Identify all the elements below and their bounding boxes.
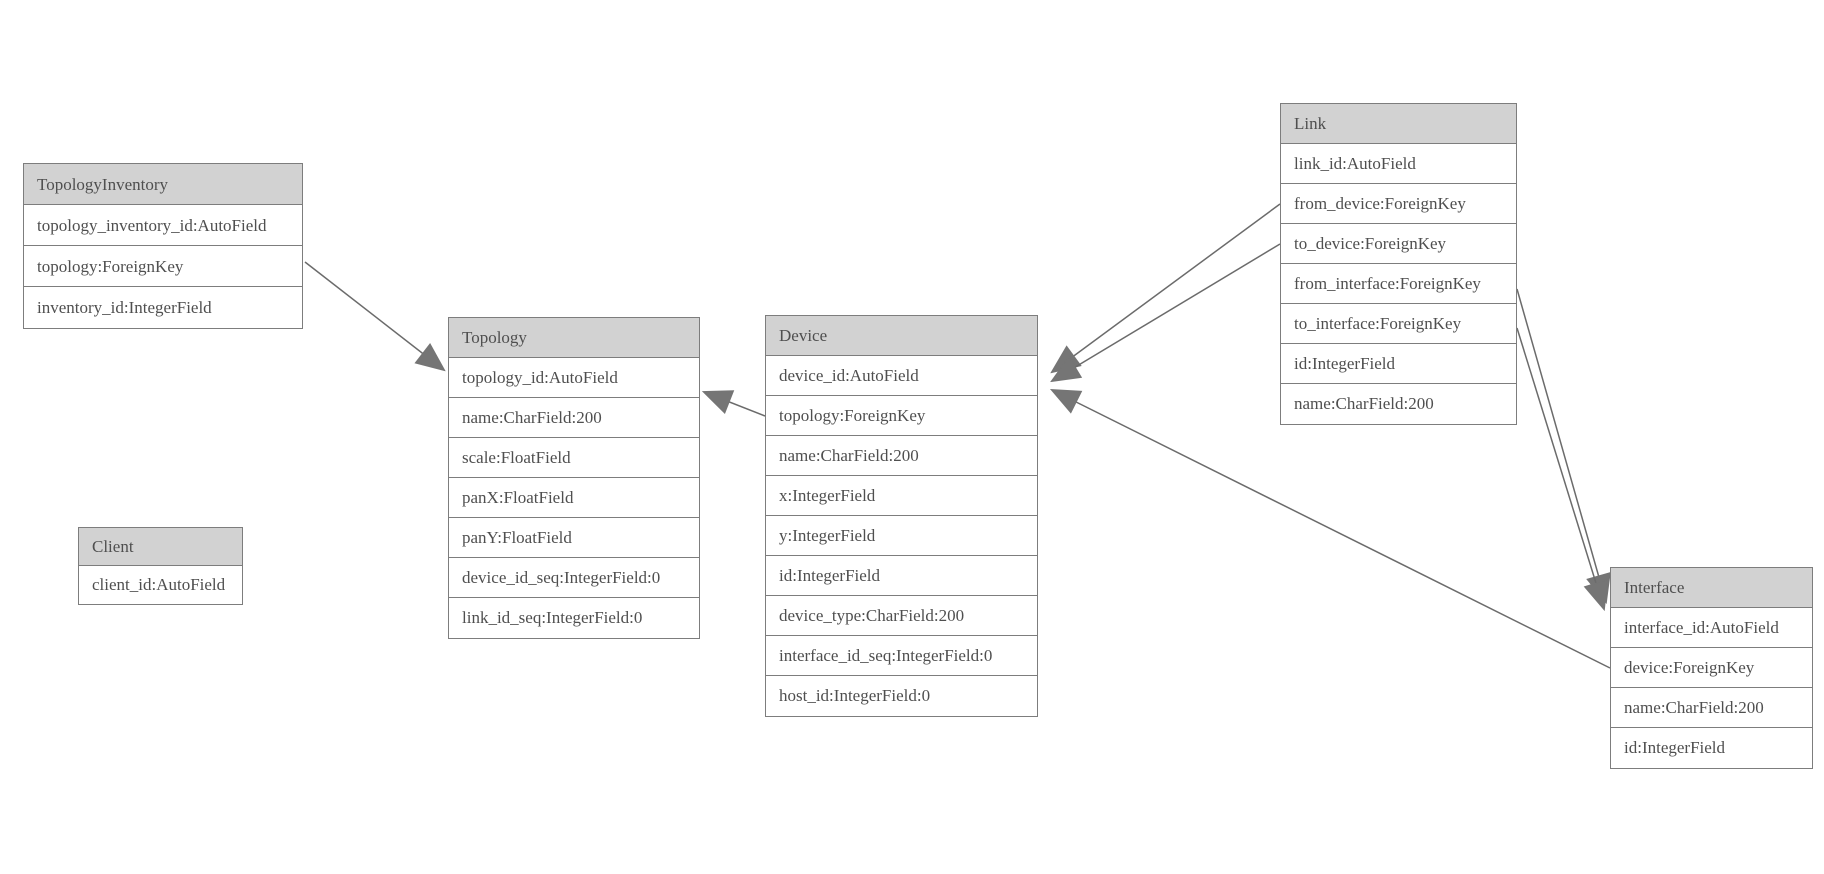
entity-link-field-row: to_device:ForeignKey: [1281, 224, 1516, 264]
entity-device-field-row: topology:ForeignKey: [766, 396, 1037, 436]
entity-device-title: Device: [766, 316, 1037, 356]
entity-topology_inventory-field-row: inventory_id:IntegerField: [24, 287, 302, 328]
entity-topology-field-row: topology_id:AutoField: [449, 358, 699, 398]
entity-link-field-row: from_device:ForeignKey: [1281, 184, 1516, 224]
entity-device-field-row: x:IntegerField: [766, 476, 1037, 516]
relation-line-link.to_interface-to-interface.interface_id: [1516, 327, 1604, 609]
entity-link-field-row: name:CharField:200: [1281, 384, 1516, 424]
entity-topology-field-row: name:CharField:200: [449, 398, 699, 438]
entity-interface-title: Interface: [1611, 568, 1812, 608]
entity-topology-title: Topology: [449, 318, 699, 358]
entity-link-field-row: id:IntegerField: [1281, 344, 1516, 384]
entity-device-field-row: y:IntegerField: [766, 516, 1037, 556]
entity-client-title: Client: [79, 528, 242, 566]
entity-topology-field-row: link_id_seq:IntegerField:0: [449, 598, 699, 638]
entity-device-field-row: device_type:CharField:200: [766, 596, 1037, 636]
relation-line-device.topology-to-topology.topology_id: [704, 392, 766, 417]
entity-link-field-row: link_id:AutoField: [1281, 144, 1516, 184]
entity-device-field-row: name:CharField:200: [766, 436, 1037, 476]
entity-device-field-row: device_id:AutoField: [766, 356, 1037, 396]
relation-line-topology_inventory.topology-to-topology.topology_id: [304, 261, 444, 370]
entity-topology_inventory-title: TopologyInventory: [24, 164, 302, 205]
relation-line-link.from_interface-to-interface.interface_id: [1516, 288, 1606, 602]
entity-device-field-row: host_id:IntegerField:0: [766, 676, 1037, 716]
entity-link-field-row: from_interface:ForeignKey: [1281, 264, 1516, 304]
entity-topology-field-row: panX:FloatField: [449, 478, 699, 518]
relation-line-interface.device-to-device.device_id: [1052, 390, 1611, 669]
entity-link-title: Link: [1281, 104, 1516, 144]
entity-topology_inventory-field-row: topology_inventory_id:AutoField: [24, 205, 302, 246]
relation-line-link.from_device-to-device.device_id: [1052, 203, 1281, 372]
entity-interface-field-row: id:IntegerField: [1611, 728, 1812, 768]
entity-interface-field-row: name:CharField:200: [1611, 688, 1812, 728]
entity-device-field-row: id:IntegerField: [766, 556, 1037, 596]
entity-topology-field-row: scale:FloatField: [449, 438, 699, 478]
entity-topology_inventory-field-row: topology:ForeignKey: [24, 246, 302, 287]
entity-interface-field-row: interface_id:AutoField: [1611, 608, 1812, 648]
relation-line-link.to_device-to-device.device_id: [1052, 243, 1281, 381]
entity-topology-field-row: panY:FloatField: [449, 518, 699, 558]
entity-link-field-row: to_interface:ForeignKey: [1281, 304, 1516, 344]
entity-device-field-row: interface_id_seq:IntegerField:0: [766, 636, 1037, 676]
entity-client-field-row: client_id:AutoField: [79, 566, 242, 604]
entity-topology-field-row: device_id_seq:IntegerField:0: [449, 558, 699, 598]
entity-interface-field-row: device:ForeignKey: [1611, 648, 1812, 688]
